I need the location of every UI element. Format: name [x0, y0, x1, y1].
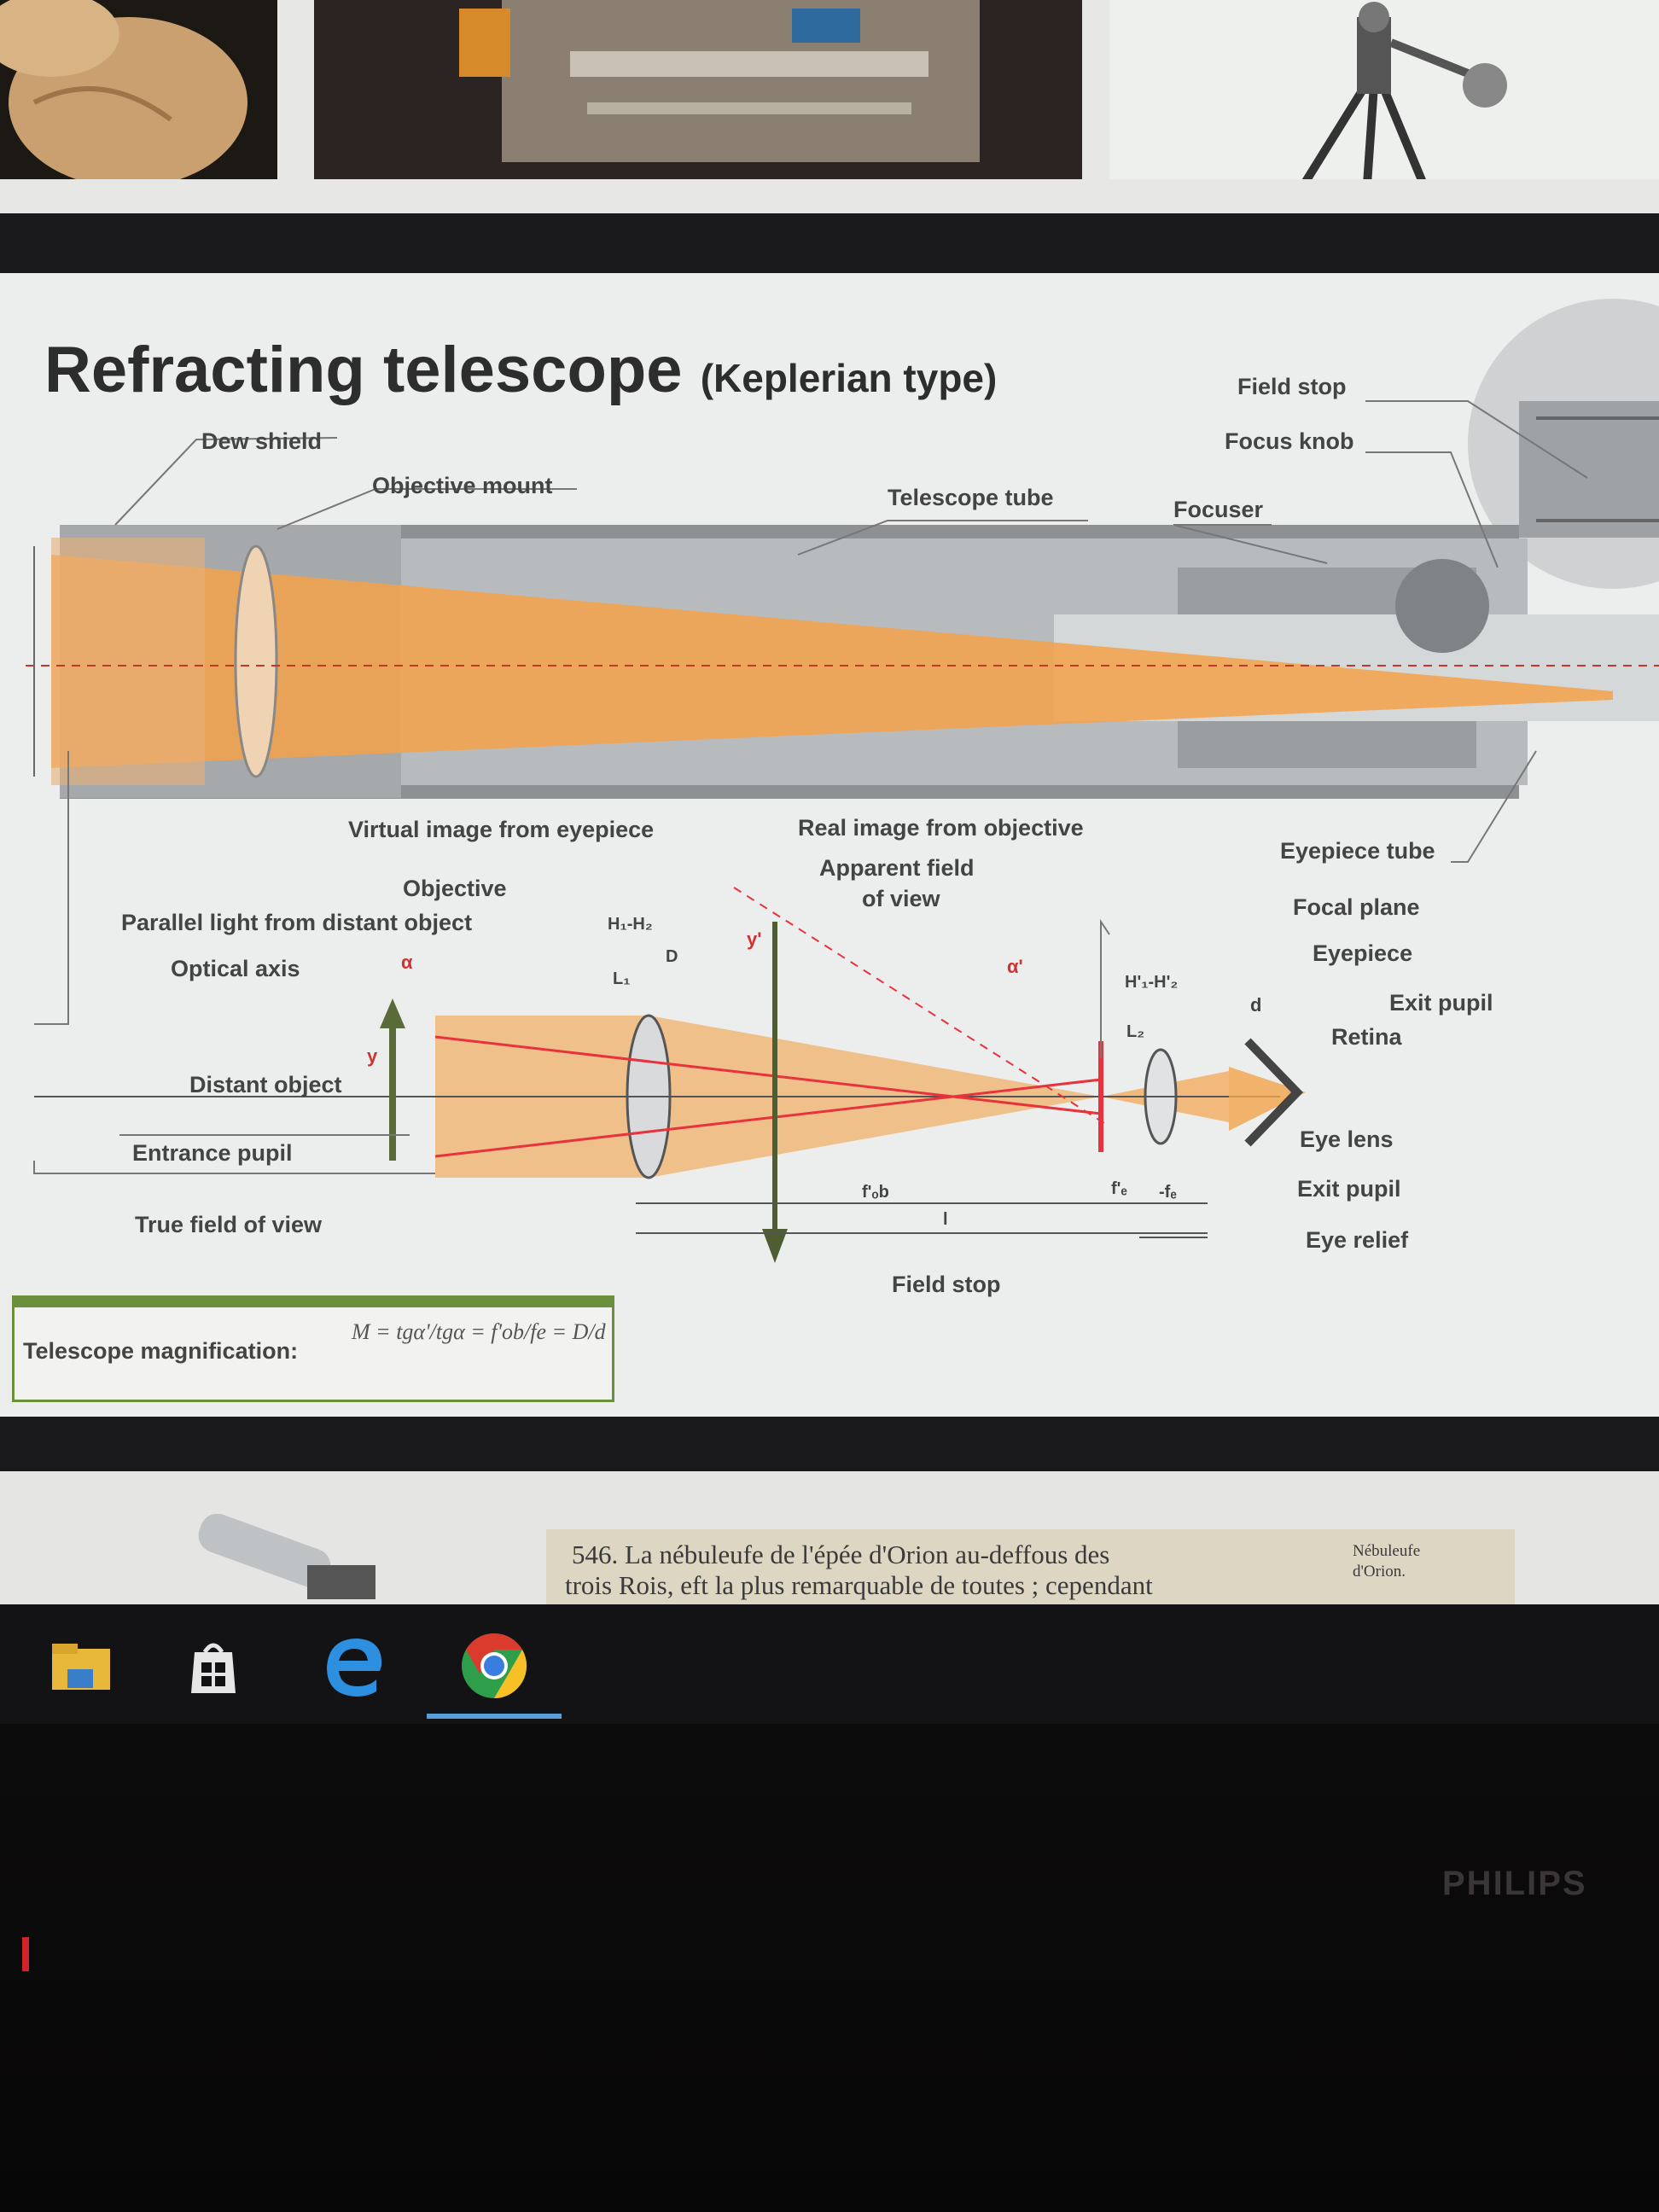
folder-icon [52, 1644, 110, 1690]
book-line-2: trois Rois, eft la plus remarquable de t… [565, 1570, 1153, 1600]
dew-shield-light [51, 538, 205, 785]
symbol-y: y [367, 1045, 378, 1067]
label-eye-relief: Eye relief [1306, 1227, 1409, 1253]
power-led-indicator [22, 1937, 29, 1971]
book-excerpt-image[interactable]: 546. La nébuleufe de l'épée d'Orion au-d… [546, 1529, 1515, 1604]
chrome-active-indicator [427, 1714, 562, 1719]
taskbar-edge-button[interactable] [307, 1623, 401, 1708]
tube-bottom-wall [60, 785, 1519, 799]
label-eyepiece-tube: Eyepiece tube [1280, 838, 1435, 864]
slide-title: Refracting telescope (Keplerian type) [44, 333, 997, 407]
monitor-window-divider-2 [0, 1417, 1659, 1471]
telescope-slide: Refracting telescope (Keplerian type) [0, 273, 1659, 1417]
telescope-thumbnail-icon[interactable] [179, 1514, 435, 1608]
label-field-stop-bottom: Field stop [892, 1272, 1001, 1297]
thumbnail-photo-3[interactable] [1109, 0, 1659, 179]
symbol-l1: L₁ [613, 969, 631, 988]
focus-knob-icon[interactable] [1395, 559, 1489, 653]
label-real-image: Real image from objective [798, 815, 1084, 841]
book-line-1: 546. La nébuleufe de l'épée d'Orion au-d… [572, 1540, 1110, 1569]
edge-icon [327, 1639, 382, 1697]
label-focus-knob: Focus knob [1225, 428, 1354, 454]
thumbnail-photo-2[interactable] [314, 0, 1082, 179]
monitor-window-divider [0, 213, 1659, 273]
book-margin-note-1: Nébuleufe [1353, 1542, 1421, 1560]
label-true-field: True field of view [135, 1212, 323, 1237]
windows-taskbar [0, 1604, 1659, 1724]
label-dew-shield: Dew shield [201, 428, 323, 454]
label-retina: Retina [1331, 1024, 1402, 1050]
thumbnail-2-art [314, 0, 1082, 179]
symbol-d-small: d [1250, 994, 1262, 1016]
monitor-bezel: PHILIPS [0, 1724, 1659, 2212]
label-entrance-pupil: Entrance pupil [132, 1140, 293, 1166]
tripod-mount-icon [1301, 2, 1507, 179]
symbol-minus-f-e: -fₑ [1159, 1183, 1177, 1202]
taskbar-file-explorer-button[interactable] [34, 1623, 128, 1708]
book-margin-note-2: d'Orion. [1353, 1563, 1406, 1580]
label-apparent-field-2: of view [862, 886, 940, 911]
symbol-l2: L₂ [1126, 1022, 1145, 1041]
formula-expression: M = tgα'/tgα = f'ob/fe = D/d [352, 1319, 606, 1344]
label-focuser: Focuser [1173, 497, 1264, 522]
store-bag-icon [191, 1643, 236, 1693]
label-exit-pupil-bottom: Exit pupil [1297, 1176, 1401, 1202]
taskbar-store-button[interactable] [166, 1623, 260, 1708]
magnification-formula-box: Telescope magnification: M = tgα'/tgα = … [12, 1295, 614, 1402]
symbol-h1h2: H₁-H₂ [608, 915, 653, 934]
monitor-brand-logo: PHILIPS [1442, 1865, 1587, 1902]
label-eye-lens: Eye lens [1300, 1126, 1394, 1152]
formula-label: Telescope magnification: [23, 1338, 299, 1364]
label-distant-object: Distant object [189, 1072, 342, 1097]
symbol-h-primes: H'₁-H'₂ [1125, 973, 1179, 992]
telescope-diagram [26, 299, 1659, 1263]
label-objective-mount: Objective mount [372, 473, 553, 498]
focuser-body-lower [1178, 721, 1476, 768]
eye-icon [1244, 1038, 1303, 1147]
slide-title-sub: (Keplerian type) [700, 356, 998, 400]
label-apparent-field-1: Apparent field [819, 855, 975, 881]
symbol-d-big: D [666, 947, 678, 966]
symbol-l: l [943, 1210, 948, 1229]
label-objective: Objective [403, 876, 507, 901]
light-beam [51, 555, 1613, 768]
label-field-stop-top: Field stop [1237, 374, 1347, 399]
label-exit-pupil-top: Exit pupil [1389, 990, 1493, 1016]
label-optical-axis: Optical axis [171, 956, 300, 981]
lower-content-strip: 546. La nébuleufe de l'épée d'Orion au-d… [0, 1471, 1659, 1604]
symbol-alpha-prime: α' [1007, 956, 1023, 977]
top-thumbnail-strip [0, 0, 1659, 213]
red-ray-2 [434, 1078, 1102, 1158]
objective-lens-icon [234, 544, 278, 778]
chrome-icon [462, 1633, 527, 1699]
symbol-y-prime: y' [747, 928, 762, 950]
red-ray-1 [434, 1035, 1102, 1115]
thumbnail-photo-1[interactable] [0, 0, 277, 179]
book-margin-note: Nébuleufe d'Orion. [1353, 1541, 1420, 1582]
label-telescope-tube: Telescope tube [888, 485, 1054, 510]
slide-title-main: Refracting telescope [44, 334, 683, 406]
label-virtual-image: Virtual image from eyepiece [348, 817, 655, 842]
label-parallel-light: Parallel light from distant object [121, 910, 473, 935]
symbol-f-ob: f'ₒb [862, 1183, 889, 1202]
symbol-f-e: f'ₑ [1111, 1179, 1127, 1198]
label-focal-plane: Focal plane [1293, 894, 1420, 920]
thumbnail-1-art [0, 0, 247, 179]
tube-top-wall [60, 525, 1519, 538]
symbol-alpha: α [401, 952, 413, 973]
taskbar-chrome-button[interactable] [447, 1623, 541, 1708]
zoom-eyepiece-body [1519, 401, 1659, 538]
label-eyepiece: Eyepiece [1313, 940, 1413, 966]
